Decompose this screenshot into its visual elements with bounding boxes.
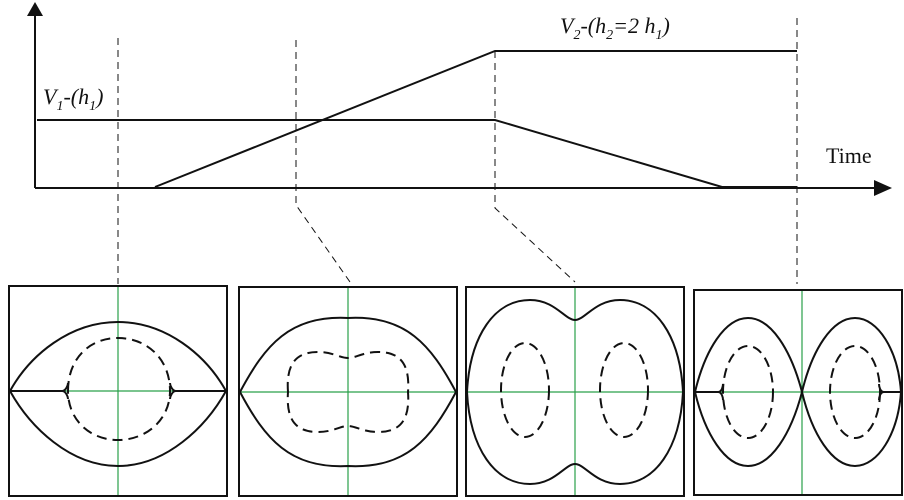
inner-dashed-contour [66,336,172,442]
v1-label: V1-(h1) [43,84,103,114]
time-axes [27,2,892,196]
outer-contour [238,316,458,468]
left-well-dashed-contour [722,345,774,439]
inner-dashed-contour [286,350,410,434]
time-axis-label: Time [826,143,872,168]
outer-contour [465,298,685,486]
right-well-dashed-contour [599,342,649,438]
separatrix-right [878,383,901,401]
time-markers [117,18,798,284]
right-well-dashed-contour [829,345,881,439]
v1-profile-line [37,119,797,188]
marker-3 [494,51,576,283]
separatrix-left [10,382,69,400]
panel-3 [465,286,685,497]
v2-label: V2-(h2=2 h1) [560,13,670,43]
panel-4 [693,289,903,496]
panel-1 [8,285,228,497]
y-axis-arrowhead [27,2,43,16]
x-axis-arrowhead [874,180,892,196]
marker-2 [295,40,351,283]
separatrix-left [695,383,724,401]
panel-2 [238,286,458,497]
separatrix-right [169,382,226,400]
left-well-dashed-contour [500,342,550,438]
